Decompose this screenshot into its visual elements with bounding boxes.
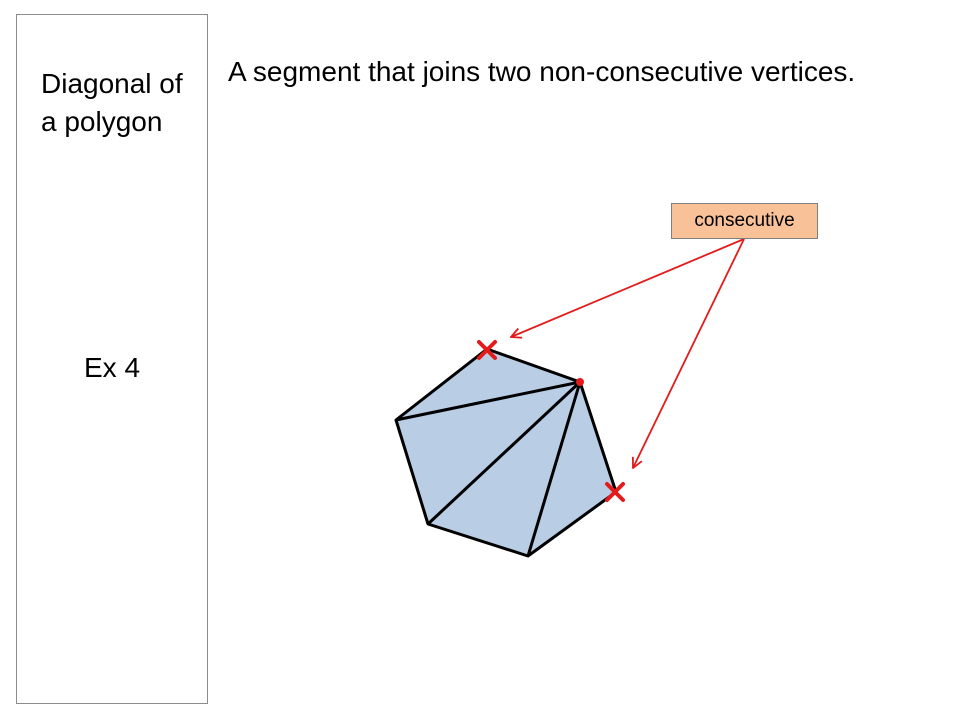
consecutive-callout: consecutive	[671, 203, 818, 239]
diagonal-3	[526, 381, 582, 557]
cross-mark-right	[605, 482, 625, 502]
diagonal-2	[426, 380, 582, 526]
term-panel: Diagonal of a polygon Ex 4	[16, 14, 208, 704]
example-label: Ex 4	[83, 352, 141, 383]
arrow-to-top-vertex	[511, 238, 745, 337]
selected-vertex-dot	[576, 378, 584, 386]
definition-text: A segment that joins two non-consecutive…	[228, 56, 856, 87]
cross-mark-top	[477, 340, 497, 360]
term-title: Diagonal of a polygon	[41, 68, 183, 137]
arrow-to-right-vertex	[633, 238, 745, 468]
diagonal-1	[395, 380, 581, 422]
